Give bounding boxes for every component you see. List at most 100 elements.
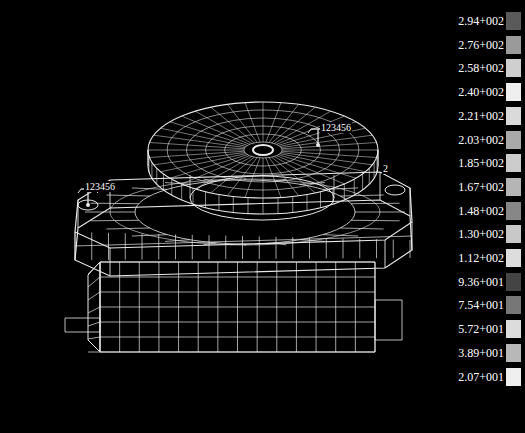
mesh-line — [385, 185, 405, 195]
legend-value: 2.03+002 — [458, 134, 504, 147]
mesh-line — [320, 192, 321, 208]
legend-value: 9.36+001 — [458, 276, 504, 289]
mesh-line — [88, 262, 100, 352]
legend-swatch — [506, 12, 521, 30]
mesh-line — [375, 300, 402, 340]
legend-swatch — [506, 368, 521, 386]
legend-row: 2.94+002 — [438, 12, 524, 30]
legend-value: 2.40+002 — [458, 86, 504, 99]
mesh-line — [376, 239, 377, 258]
mesh-line — [110, 179, 380, 245]
mesh-line — [410, 240, 411, 258]
legend-value: 5.72+001 — [458, 323, 504, 336]
mesh-line — [170, 122, 248, 146]
mesh-line — [317, 129, 318, 145]
legend-row: 1.67+002 — [438, 178, 524, 196]
mesh-line — [359, 239, 360, 258]
legend-swatch — [506, 249, 521, 267]
mesh-line — [247, 198, 248, 214]
mesh-line — [279, 122, 357, 146]
mesh-line — [333, 188, 334, 204]
mesh-line — [263, 158, 264, 198]
legend-row: 7.54+001 — [438, 296, 524, 314]
legend-row: 1.48+002 — [438, 202, 524, 220]
mesh-line — [100, 262, 375, 263]
mesh-line — [272, 157, 316, 193]
legend-swatch — [506, 225, 521, 243]
mesh-line — [175, 234, 176, 259]
mesh-line — [158, 234, 159, 260]
legend-value: 2.76+002 — [458, 39, 504, 52]
legend-value: 1.30+002 — [458, 228, 504, 241]
mesh-line — [156, 168, 157, 184]
mesh-line — [154, 135, 245, 147]
mesh-line — [393, 240, 394, 259]
legend-value: 3.89+001 — [458, 347, 504, 360]
mesh-line — [263, 198, 264, 214]
legend-value: 2.21+002 — [458, 110, 504, 123]
mesh-line — [110, 248, 111, 276]
mesh-line — [163, 174, 164, 190]
legend-row: 1.85+002 — [438, 154, 524, 172]
mesh-line — [292, 196, 293, 212]
constraint-label: 123456 — [84, 181, 116, 192]
mesh-line — [108, 233, 109, 260]
mesh-line — [65, 318, 100, 332]
legend-swatch — [506, 202, 521, 220]
mesh-line — [274, 156, 330, 188]
mesh-line — [151, 162, 152, 178]
mesh-line — [142, 234, 143, 260]
mesh-line — [148, 102, 378, 198]
mesh-line — [75, 200, 412, 276]
mesh-line — [282, 142, 377, 148]
mesh-line — [192, 188, 193, 204]
legend-row: 9.36+001 — [438, 273, 524, 291]
legend-row: 2.58+002 — [438, 59, 524, 77]
mesh-line — [181, 184, 182, 200]
mesh-line — [161, 154, 246, 172]
legend-swatch — [506, 320, 521, 338]
mesh-line — [308, 129, 311, 133]
legend-value: 2.94+002 — [458, 15, 504, 28]
legend-row: 2.03+002 — [438, 131, 524, 149]
mesh-line — [88, 292, 100, 300]
legend-row: 2.40+002 — [438, 83, 524, 101]
legend-row: 1.30+002 — [438, 225, 524, 243]
mesh-line — [88, 337, 100, 339]
mesh-line — [259, 236, 260, 259]
mesh-line — [253, 145, 273, 155]
mesh-line — [225, 236, 226, 260]
mesh-line — [148, 150, 244, 151]
mesh-line — [374, 162, 375, 178]
mesh-line — [343, 238, 344, 258]
mesh-line — [354, 179, 355, 195]
mesh-line — [86, 203, 90, 207]
mesh-line — [334, 175, 335, 198]
mesh-line — [205, 192, 206, 208]
node-number: 2 — [382, 163, 389, 174]
mesh-line — [125, 233, 126, 260]
mesh-line — [100, 292, 375, 293]
legend-swatch — [506, 83, 521, 101]
mesh-line — [209, 235, 210, 259]
mesh-line — [326, 238, 327, 259]
mesh-line — [91, 232, 92, 260]
legend-value: 1.85+002 — [458, 157, 504, 170]
mesh-line — [292, 237, 293, 259]
legend-row: 5.72+001 — [438, 320, 524, 338]
mesh-line — [279, 155, 357, 179]
mesh-line — [88, 307, 100, 313]
mesh-line — [277, 156, 345, 184]
mesh-line — [182, 116, 250, 144]
mesh-line — [171, 179, 172, 195]
mesh-line — [263, 102, 264, 142]
mesh-line — [316, 143, 320, 147]
legend-row: 1.12+002 — [438, 249, 524, 267]
mesh-line — [100, 337, 375, 338]
mesh-line — [88, 277, 100, 287]
mesh-line — [266, 158, 281, 198]
legend-row: 2.76+002 — [438, 36, 524, 54]
mesh-line — [244, 142, 282, 158]
mesh-line — [100, 307, 375, 308]
